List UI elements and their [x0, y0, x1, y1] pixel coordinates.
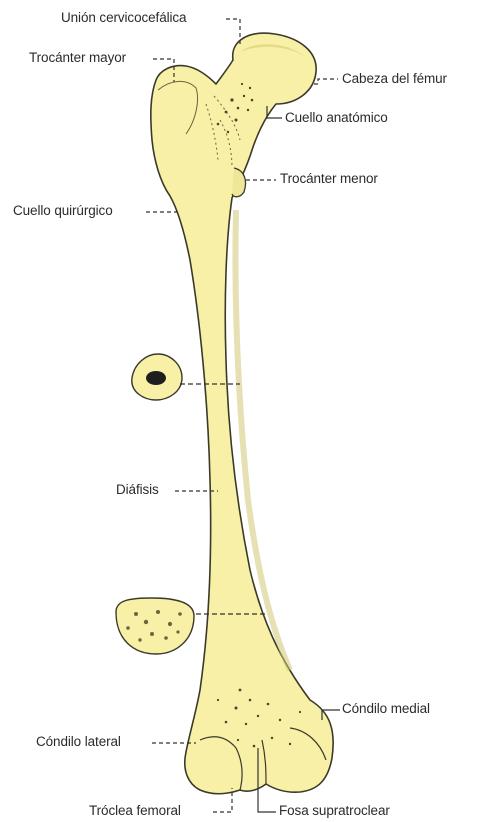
- label-troclea-femoral: Tróclea femoral: [89, 803, 181, 818]
- label-cuello-quirurgico: Cuello quirúrgico: [13, 203, 113, 218]
- leader-cabeza-femur: [314, 79, 338, 84]
- label-condilo-lateral: Cóndilo lateral: [36, 734, 121, 749]
- label-union-cervicocefalica: Unión cervicocefálica: [61, 10, 186, 25]
- shaft-cross-section-lower: [116, 598, 194, 654]
- medullary-cavity: [146, 371, 166, 385]
- label-fosa-supratroclear: Fosa supratroclear: [279, 803, 390, 818]
- leader-union-cervicocefalica: [226, 19, 240, 45]
- label-trocanter-menor: Trocánter menor: [280, 171, 378, 186]
- label-condilo-medial: Cóndilo medial: [342, 701, 430, 716]
- label-cabeza-femur: Cabeza del fémur: [342, 71, 447, 86]
- label-diafisis: Diáfisis: [116, 482, 159, 497]
- label-cuello-anatomico: Cuello anatómico: [285, 110, 388, 125]
- label-trocanter-mayor: Trocánter mayor: [29, 50, 126, 65]
